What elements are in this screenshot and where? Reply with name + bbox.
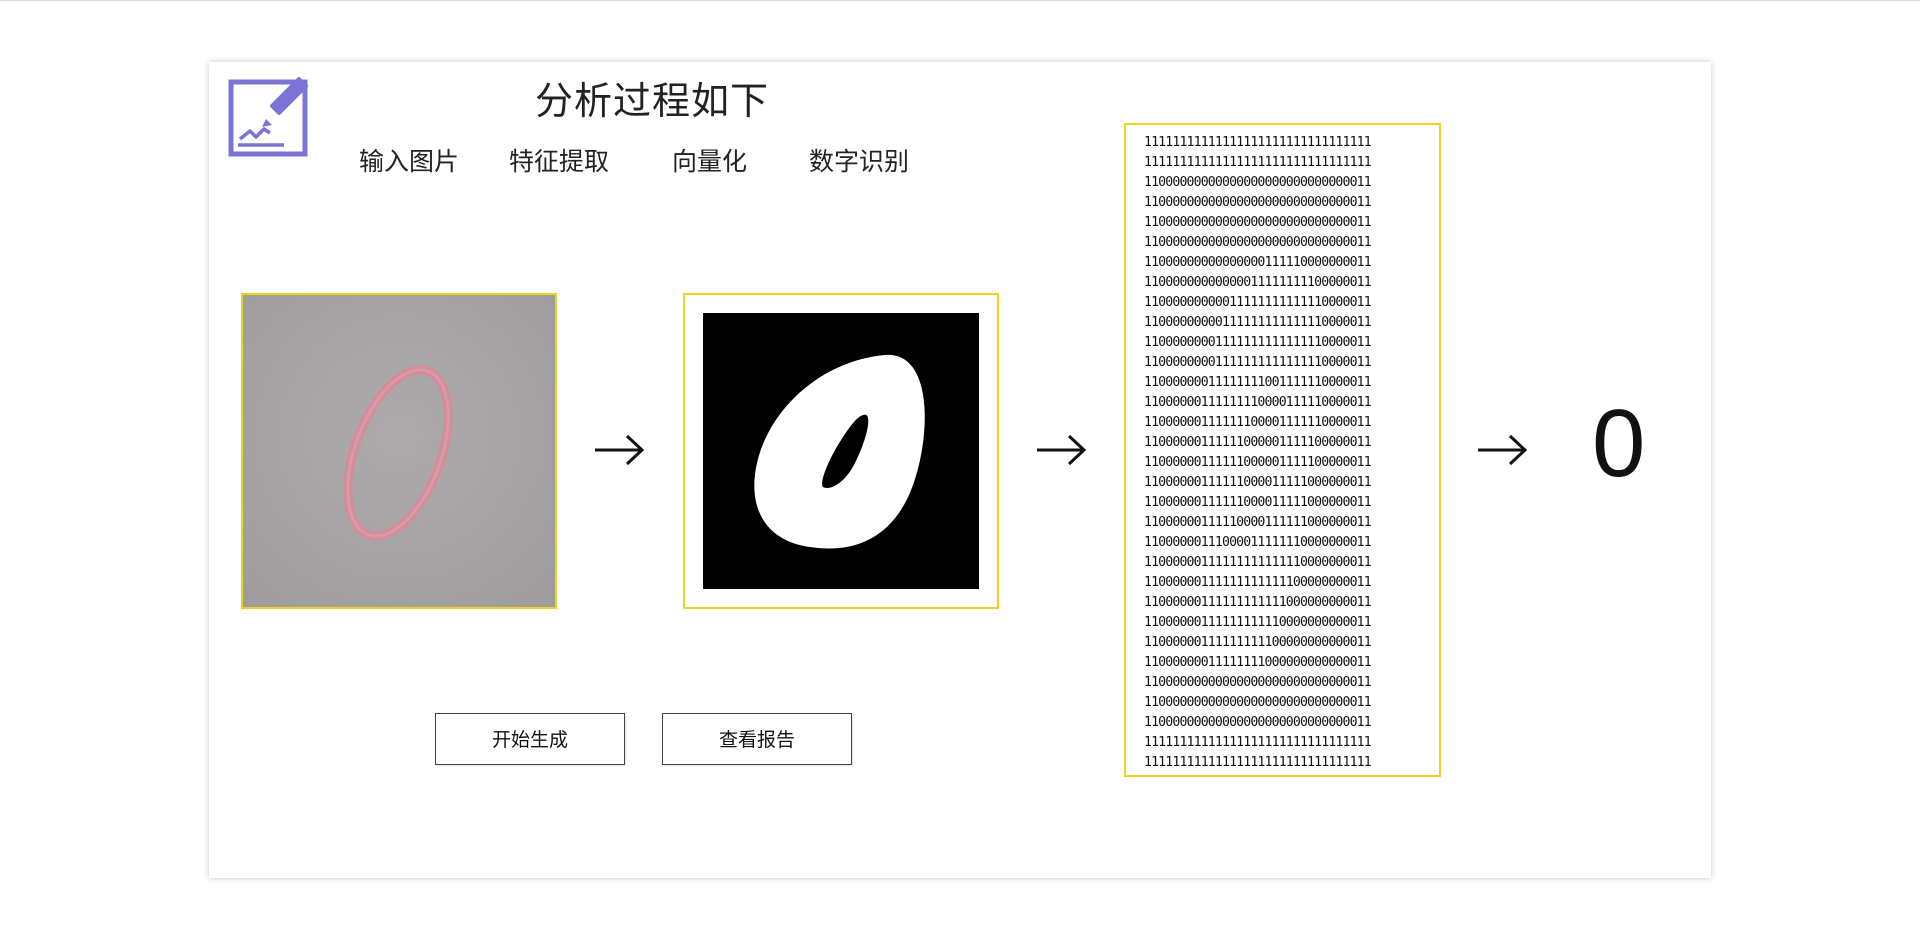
chart-report-icon: [228, 77, 308, 157]
vector-row: 11000000000000000000000000000011: [1144, 175, 1372, 190]
vector-row: 11000000000000000000000000000011: [1144, 215, 1372, 230]
vector-row: 11000000000111111111111110000011: [1144, 315, 1372, 330]
vector-row: 11000000000011111111111110000011: [1144, 295, 1372, 310]
vector-row: 11000000011111111000000000000011: [1144, 655, 1372, 670]
vector-row: 11000000111111100001111110000011: [1144, 415, 1372, 430]
right-arrow-icon: [1476, 432, 1528, 468]
handwritten-digit-photo: [243, 295, 555, 607]
right-arrow-icon: [1035, 432, 1087, 468]
vector-row: 11000000111111000001111100000011: [1144, 455, 1372, 470]
view-report-button[interactable]: 查看报告: [662, 713, 852, 765]
vector-row: 11111111111111111111111111111111: [1144, 755, 1372, 770]
step-digit-recognition: 数字识别: [809, 147, 910, 176]
vector-row: 11000000001111111111111110000011: [1144, 335, 1372, 350]
vector-row: 11000000000000000000000000000011: [1144, 695, 1372, 710]
vector-row: 11000000111000011111110000000011: [1144, 535, 1372, 550]
vector-row: 11000000111111000011111000000011: [1144, 475, 1372, 490]
vector-row: 11111111111111111111111111111111: [1144, 135, 1372, 150]
binarized-digit-image: [703, 313, 979, 589]
vector-row: 11000000111111111111000000000011: [1144, 595, 1372, 610]
vector-row: 11000000111111111110000000000011: [1144, 615, 1372, 630]
feature-image-frame: [683, 293, 999, 609]
vector-row: 11000000111111111111100000000011: [1144, 575, 1372, 590]
vector-row: 11000000111111111100000000000011: [1144, 635, 1372, 650]
vector-row: 11000000000000000111110000000011: [1144, 255, 1372, 270]
vector-row: 11000000000000000000000000000011: [1144, 235, 1372, 250]
vector-row: 11000000111111000011111000000011: [1144, 495, 1372, 510]
top-divider: [0, 0, 1920, 1]
start-generate-button[interactable]: 开始生成: [435, 713, 625, 765]
recognition-result: 0: [1592, 390, 1646, 497]
vector-row: 11111111111111111111111111111111: [1144, 155, 1372, 170]
page-title: 分析过程如下: [535, 79, 770, 123]
vector-row: 11000000001111111111111110000011: [1144, 355, 1372, 370]
vector-row: 11000000000000011111111100000011: [1144, 275, 1372, 290]
vector-row: 11000000111111111111110000000011: [1144, 555, 1372, 570]
step-input-image: 输入图片: [359, 147, 460, 176]
input-image-frame: [241, 293, 557, 609]
step-vectorize: 向量化: [672, 147, 748, 176]
vector-row: 11000000000000000000000000000011: [1144, 195, 1372, 210]
vector-row: 11000000000000000000000000000011: [1144, 715, 1372, 730]
vector-row: 11000000111111000001111100000011: [1144, 435, 1372, 450]
vector-row: 11111111111111111111111111111111: [1144, 735, 1372, 750]
vector-row: 11000000000000000000000000000011: [1144, 675, 1372, 690]
right-arrow-icon: [593, 432, 645, 468]
vector-row: 11000000011111111001111110000011: [1144, 375, 1372, 390]
vector-row: 11000000111111110000111110000011: [1144, 395, 1372, 410]
analysis-panel: 分析过程如下 输入图片 特征提取 向量化 数字识别 111: [209, 62, 1711, 878]
vector-matrix: 11111111111111111111111111111111 11111111…: [1144, 133, 1439, 773]
step-feature-extraction: 特征提取: [509, 147, 610, 176]
vector-row: 11000000111110000111111000000011: [1144, 515, 1372, 530]
vector-matrix-frame: 11111111111111111111111111111111 11111111…: [1124, 123, 1441, 777]
